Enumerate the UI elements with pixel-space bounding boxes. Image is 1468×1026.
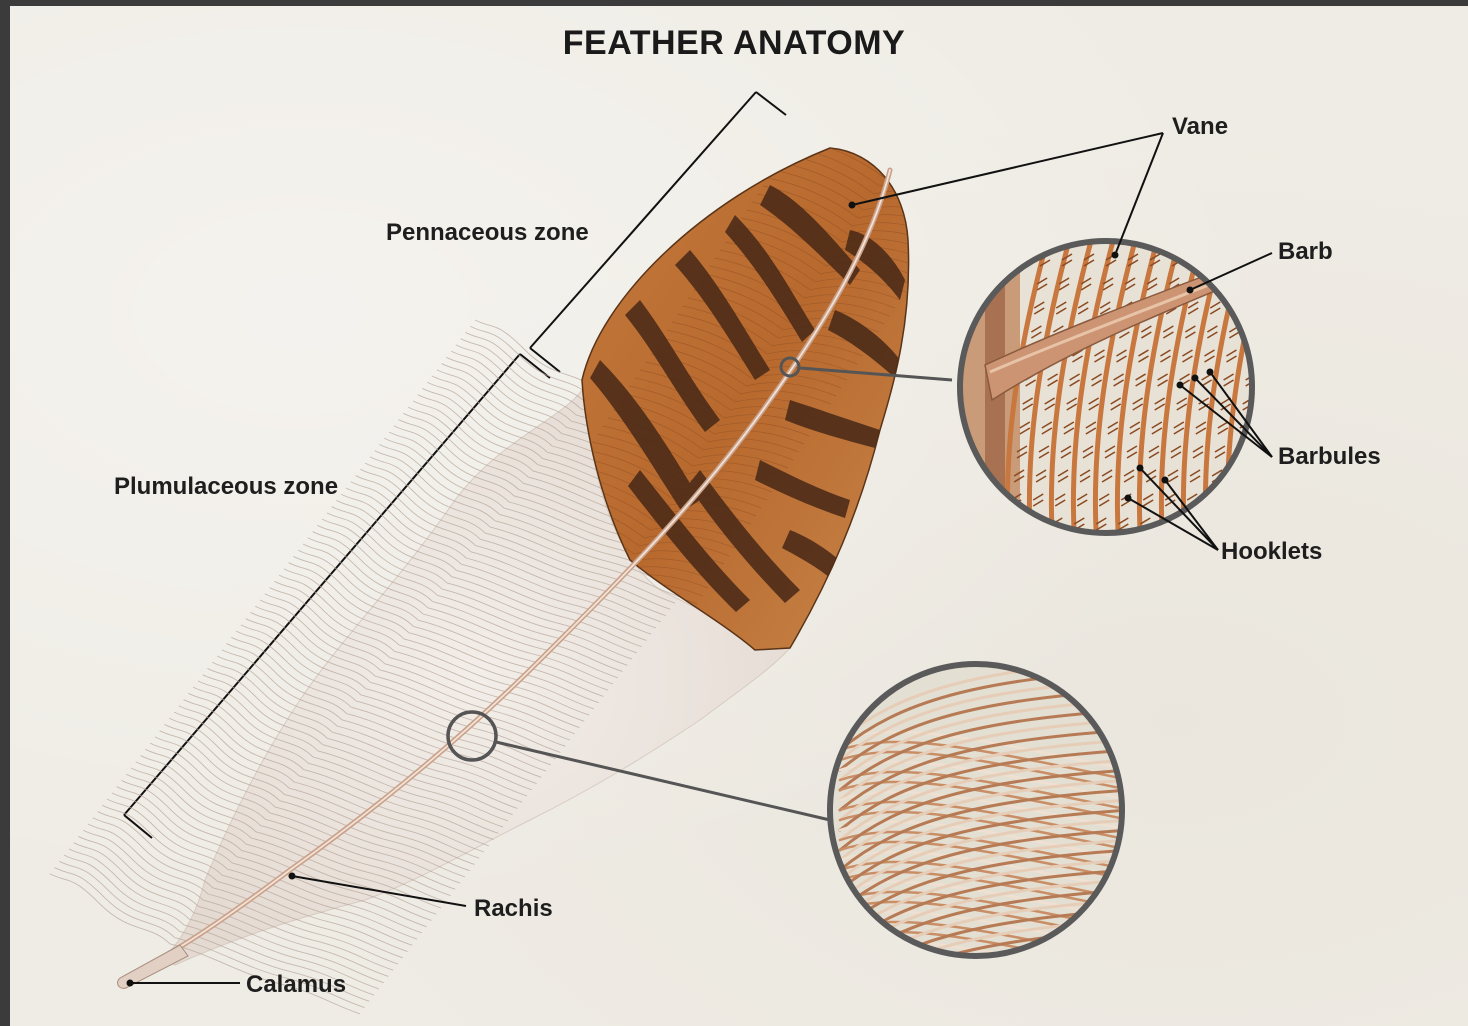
texture-stroke [1262, 422, 1272, 434]
label-calamus: Calamus [246, 973, 346, 997]
texture-stroke [1254, 302, 1264, 314]
texture-stroke [465, 332, 585, 402]
texture-stroke [1314, 350, 1324, 362]
texture-stroke [1270, 350, 1280, 362]
lens-down [830, 660, 1130, 1026]
texture-stroke [1008, 518, 1018, 530]
texture-stroke [1216, 254, 1226, 266]
texture-stroke [1278, 470, 1288, 482]
page-title: FEATHER ANATOMY [0, 24, 1468, 63]
label-plumulaceous-zone: Plumulaceous zone [114, 475, 338, 499]
texture-stroke [1294, 518, 1304, 530]
label-barbules: Barbules [1278, 445, 1381, 469]
texture-stroke [1297, 494, 1307, 506]
texture-stroke [475, 320, 595, 390]
texture-stroke [1273, 326, 1283, 338]
texture-stroke [1251, 326, 1261, 338]
texture-stroke [1231, 494, 1241, 506]
texture-stroke [1275, 494, 1285, 506]
texture-stroke [1271, 230, 1314, 560]
texture-stroke [1234, 470, 1244, 482]
texture-stroke [1292, 350, 1302, 362]
texture-stroke [1306, 422, 1316, 434]
texture-stroke [1249, 230, 1292, 560]
texture-stroke [1265, 398, 1275, 410]
texture-stroke [1298, 302, 1308, 314]
texture-stroke [840, 982, 1130, 1020]
texture-stroke [1293, 230, 1336, 560]
label-rachis: Rachis [474, 897, 553, 921]
texture-stroke [1206, 518, 1216, 530]
texture-stroke [1235, 278, 1245, 290]
texture-stroke [1268, 374, 1278, 386]
texture-stroke [840, 972, 1130, 1010]
texture-stroke [840, 1012, 1130, 1026]
texture-stroke [1276, 302, 1286, 314]
label-hooklets: Hooklets [1221, 540, 1322, 564]
texture-stroke [840, 992, 1130, 1026]
texture-stroke [840, 1002, 1130, 1026]
texture-stroke [1257, 278, 1267, 290]
texture-stroke [1301, 278, 1311, 290]
texture-stroke [1272, 518, 1282, 530]
label-pennaceous-zone: Pennaceous zone [386, 221, 589, 245]
texture-stroke [1209, 494, 1219, 506]
texture-stroke [1284, 422, 1294, 434]
texture-stroke [1320, 302, 1330, 314]
texture-stroke [1279, 278, 1289, 290]
texture-stroke [1290, 374, 1300, 386]
texture-stroke [1323, 278, 1333, 290]
label-barb: Barb [1278, 240, 1333, 264]
texture-stroke [1250, 518, 1260, 530]
texture-stroke [1287, 398, 1297, 410]
texture-stroke [1309, 398, 1319, 410]
texture-stroke [1253, 494, 1263, 506]
texture-stroke [840, 950, 1130, 1026]
texture-stroke [1194, 254, 1204, 266]
texture-stroke [1228, 518, 1238, 530]
texture-stroke [840, 962, 1130, 1000]
texture-stroke [1300, 470, 1310, 482]
texture-stroke [1317, 326, 1327, 338]
texture-stroke [1256, 470, 1266, 482]
texture-stroke [1295, 326, 1305, 338]
label-vane: Vane [1172, 115, 1228, 139]
texture-stroke [840, 1022, 1130, 1026]
texture-stroke [1312, 374, 1322, 386]
